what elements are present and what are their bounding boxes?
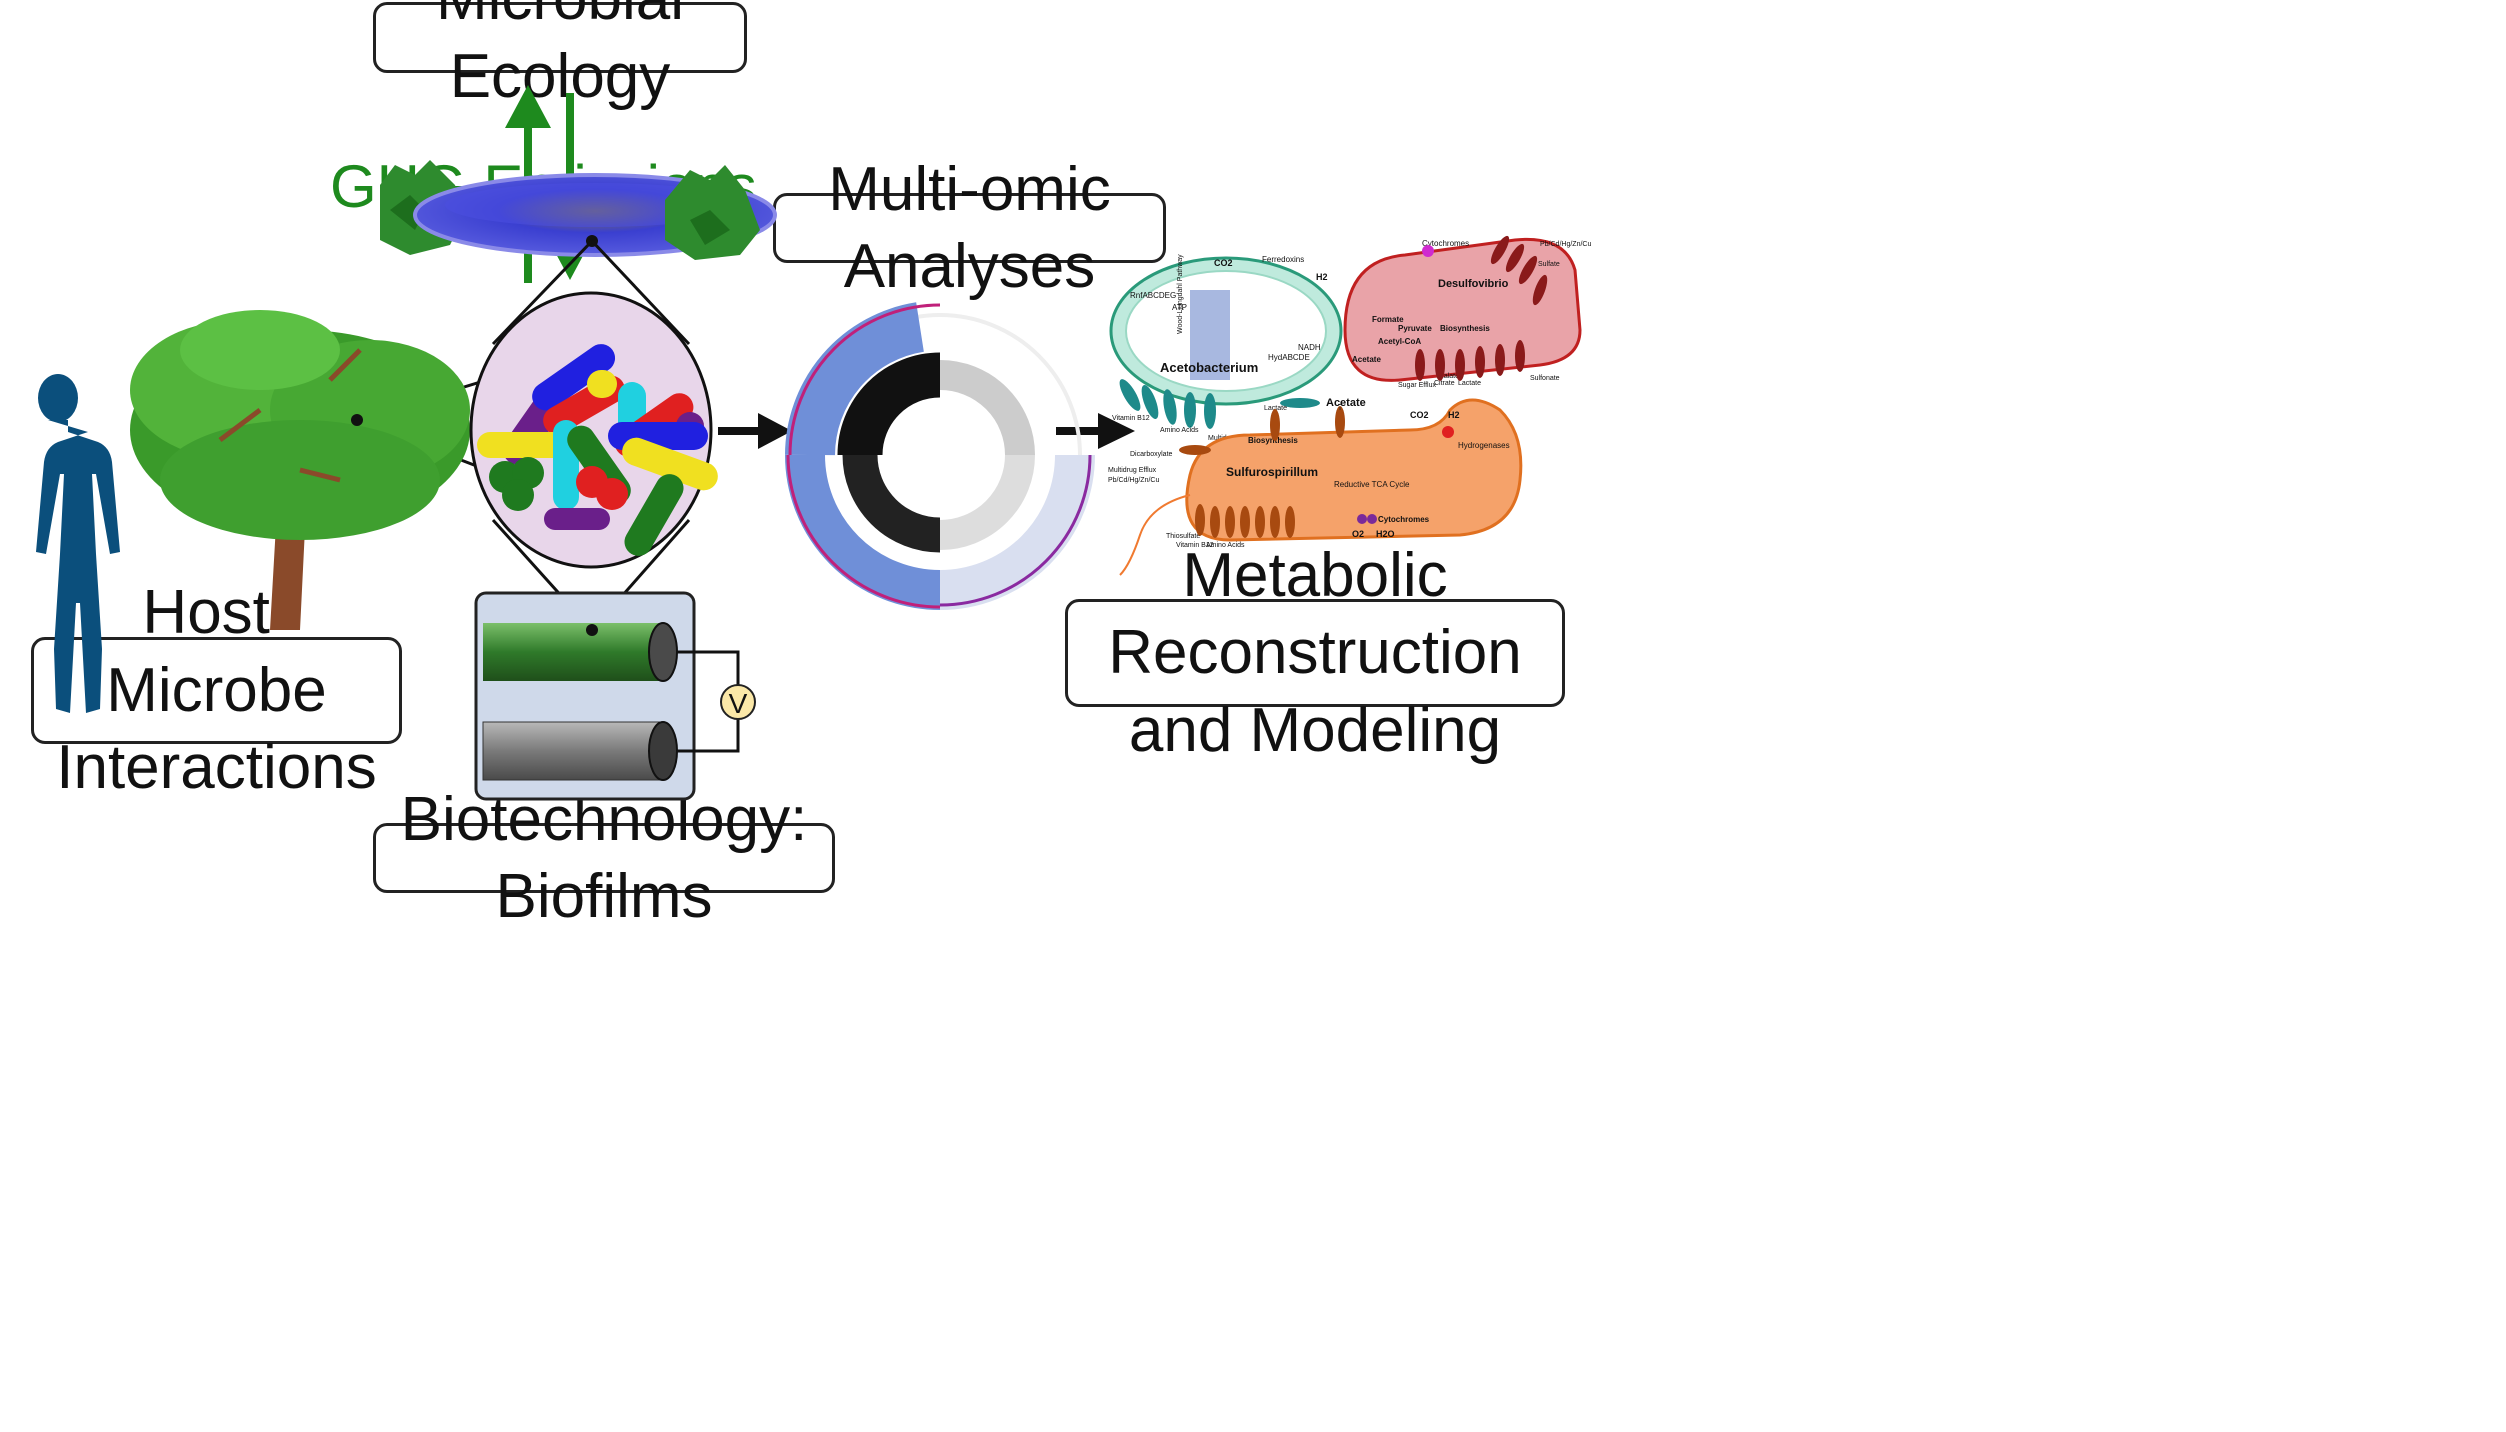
h2o-label: H2O	[1376, 529, 1395, 539]
host-label-line1: Host-Microbe	[106, 578, 327, 725]
malate-label: Malate	[1438, 373, 1459, 380]
multi-omic-box: Multi-omic Analyses	[773, 155, 1166, 301]
sulfuro-co2-label: CO2	[1410, 410, 1429, 420]
desulfo-formate-label: Formate	[1372, 315, 1404, 324]
metabolic-box: Metabolic Reconstruction and Modeling	[1065, 541, 1565, 765]
reductive-tca-label: Reductive TCA Cycle	[1334, 480, 1410, 489]
acetobacterium-cell: Acetobacterium RnfABCDEG CO2 Ferredoxins…	[1109, 254, 1366, 442]
desulfo-cytochromes-label: Cytochromes	[1422, 239, 1469, 248]
metabolic-label-line2: and Modeling	[1128, 695, 1502, 765]
co2-label: CO2	[1214, 258, 1233, 268]
desulfo-acetate-label: Acetate	[1352, 355, 1381, 364]
o2-label: O2	[1352, 529, 1364, 539]
dicarboxylate-label: Dicarboxylate	[1130, 451, 1173, 458]
biofilm-panel: V	[474, 591, 756, 801]
sulfuro-multidrug-label: Multidrug Efflux	[1108, 467, 1157, 474]
wood-ljungdahl-label: Wood-Ljungdahl Pathway	[1177, 254, 1184, 334]
sulfuro-h2-label: H2	[1448, 410, 1460, 420]
nadh-label: NADH	[1298, 343, 1321, 352]
h2-label: H2	[1316, 272, 1328, 282]
sulfuro-vitamin-b12-label: Vitamin B12	[1176, 542, 1214, 549]
desulfo-metals-label: Pb/Cd/Hg/Zn/Cu	[1540, 241, 1591, 248]
sulfurospirillum-label: Sulfurospirillum	[1226, 465, 1318, 479]
phylogenomic-circle	[785, 302, 1095, 610]
sugar-efflux-label: Sugar Efflux	[1398, 382, 1437, 389]
desulfo-lactate-label: Lactate	[1458, 380, 1481, 387]
ferredoxins-label: Ferredoxins	[1262, 255, 1304, 264]
biotech-label: Biotechnology: Biofilms	[400, 784, 808, 932]
sulfuro-cytochromes-label: Cytochromes	[1378, 515, 1430, 524]
tree-illustration	[130, 310, 470, 630]
human-silhouette-icon	[36, 374, 120, 713]
flow-arrows	[718, 413, 1135, 449]
microbial-ecology-label: Microbial Ecology	[436, 0, 684, 111]
host-microbe-box: Host-Microbe Interactions	[31, 578, 402, 802]
sulfuro-biosynthesis-label: Biosynthesis	[1248, 436, 1298, 445]
hydrogenases-label: Hydrogenases	[1458, 441, 1510, 450]
lake-illustration	[380, 160, 777, 260]
sulfate-label: Sulfate	[1538, 261, 1560, 268]
sulfonate-label: Sulfonate	[1530, 375, 1560, 382]
metabolic-label-line1: Metabolic Reconstruction	[1108, 540, 1522, 688]
microbial-ecology-box: Microbial Ecology	[373, 0, 747, 111]
rnf-label: RnfABCDEG	[1130, 291, 1176, 300]
desulfo-biosynthesis-label: Biosynthesis	[1440, 324, 1490, 333]
aceto-amino-acids-label: Amino Acids	[1160, 427, 1199, 434]
desulfovibrio-cell: Desulfovibrio Cytochromes Pyruvate Biosy…	[1343, 235, 1591, 389]
desulfo-acetyl-coa-label: Acetyl-CoA	[1378, 337, 1421, 346]
vitamin-b12-label: Vitamin B12	[1112, 415, 1150, 422]
multi-omic-label: Multi-omic Analyses	[828, 154, 1111, 302]
voltmeter-icon	[720, 684, 756, 720]
acetobacterium-label: Acetobacterium	[1160, 360, 1258, 375]
arrow-right-icon	[1098, 413, 1135, 449]
voltmeter-label: V	[729, 688, 748, 719]
pyruvate-label: Pyruvate	[1398, 324, 1432, 333]
acetate-label: Acetate	[1326, 397, 1366, 409]
desulfovibrio-label: Desulfovibrio	[1438, 278, 1509, 290]
atp-label: ATP	[1172, 303, 1187, 312]
arrow-up-icon	[505, 85, 551, 128]
microbe-cluster	[469, 291, 718, 569]
biotech-box: Biotechnology: Biofilms	[373, 785, 835, 931]
arrow-right-icon	[758, 413, 792, 449]
sulfurospirillum-cell: Sulfurospirillum Biosynthesis Reductive …	[1108, 398, 1523, 576]
citrate-label: Citrate	[1434, 380, 1455, 387]
hydabcde-label: HydABCDE	[1268, 353, 1310, 362]
sulfuro-lactate-label: Lactate	[1264, 405, 1287, 412]
sulfuro-metals-label: Pb/Cd/Hg/Zn/Cu	[1108, 477, 1159, 484]
sulfuro-amino-acids-label: Amino Acids	[1206, 542, 1245, 549]
host-label-line2: Interactions	[56, 733, 377, 803]
thiosulfate-label: Thiosulfate	[1166, 533, 1200, 540]
